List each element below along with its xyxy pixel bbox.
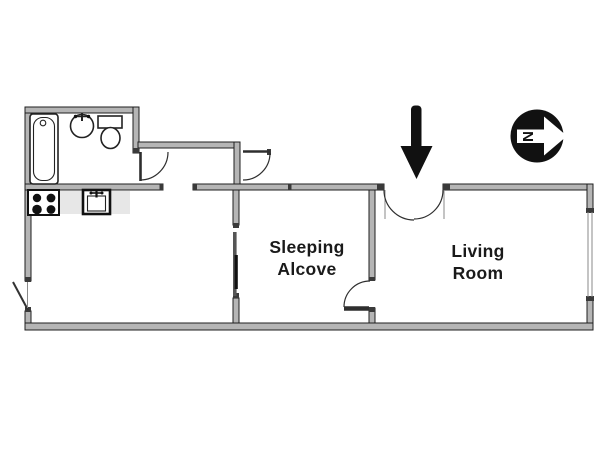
door-arc [383,189,415,221]
compass-arrow-body [517,129,544,143]
room-label-line: Living [451,241,505,261]
room-label-line: Sleeping [269,237,345,257]
wall-segment [442,183,594,191]
entrance-arrow [400,105,433,179]
bathtub-drain [39,119,47,127]
wall-cap [586,208,594,213]
wall-segment [24,106,140,114]
wall-cap [443,184,450,190]
wall-caps [25,148,594,312]
wall-cap [159,184,164,190]
faucet-handle [89,191,93,195]
wall-cap [25,277,31,282]
wall-segment [24,322,594,331]
bathtub [29,113,59,185]
stove [27,189,60,216]
wall-cap [233,223,239,228]
faucet-handle [100,191,104,195]
burner [32,193,42,203]
wall-cap [369,277,375,281]
wall-segment [232,297,240,324]
bathtub-outline [29,113,59,185]
bathtub-basin [32,116,56,182]
toilet-tank [97,115,123,129]
door-arc [343,280,371,308]
door-arc [242,152,271,181]
compass-north-letter: N [519,131,536,142]
left-casement-window [12,281,29,311]
toilet [97,115,123,150]
window-pane [12,281,29,311]
wall-cap [377,184,384,190]
faucet-handle [86,114,91,119]
burner [46,193,56,203]
faucet-handle [73,114,78,119]
sleeping-alcove-label: Sleeping Alcove [237,236,377,280]
wall-cap [586,296,594,301]
room-label-line: Alcove [277,259,337,279]
door-arc [139,151,169,181]
alcove-sliding-door [233,232,238,296]
arrow-shaft [411,105,422,150]
wall-cap [369,307,375,312]
wall-segment [137,141,241,149]
wall-segment [233,141,241,191]
wall-cap [288,184,292,190]
room-label-line: Room [452,263,504,283]
toilet-bowl [100,126,121,150]
wall-cap [193,184,197,190]
door-arc [413,189,444,220]
sliding-panel [234,255,238,289]
kitchen-sink [81,188,112,216]
arrow-head [400,146,433,179]
bathroom-sink [69,112,95,139]
hallway-door [242,150,271,181]
entrance-double-door [383,189,445,221]
bathroom-door [139,151,169,181]
burner [32,204,42,215]
right-wall-window [587,212,593,297]
compass-north-icon: N [510,109,567,163]
wall-segment [232,189,240,226]
living-room-label: Living Room [408,240,548,284]
alcove-living-door [343,280,371,311]
compass-arrow-head [544,116,567,156]
burner [46,205,56,214]
wall-cap [133,148,139,153]
wall-segment [586,183,594,213]
